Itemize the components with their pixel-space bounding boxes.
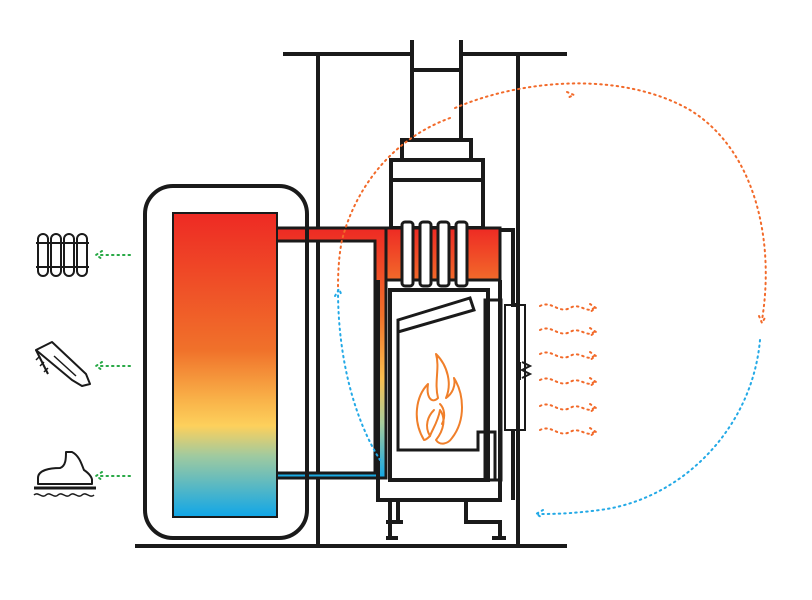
tank-shell (143, 184, 309, 540)
stove-body (376, 228, 533, 540)
firebox-liner (396, 332, 497, 480)
air-circulation (334, 82, 767, 519)
door-frame (483, 298, 503, 482)
warm-air-arrow-top (566, 91, 577, 99)
buffer-tank (143, 184, 309, 540)
radiator-icon (36, 233, 89, 277)
heat-exchanger-fins (400, 220, 469, 288)
tank-water (172, 212, 278, 518)
chimney-flue (389, 40, 485, 182)
supply-arrows (94, 250, 131, 481)
warm-air-return-arc (337, 117, 451, 291)
cool-air-arc-left (337, 289, 381, 461)
door-edge (500, 228, 518, 500)
foot-floor-heating-icon (33, 451, 96, 497)
cool-air-arrow-bottom (533, 509, 544, 519)
glass-door (504, 304, 526, 431)
shower-icon (35, 341, 91, 387)
flame-icon (415, 353, 463, 445)
flue-connector (400, 138, 473, 162)
radiant-heat-waves (539, 303, 598, 437)
door-handle-spring (519, 361, 533, 379)
cool-air-arc-bottom (537, 339, 761, 515)
flue-adapter (389, 158, 485, 182)
baffle-plate (396, 296, 476, 334)
warm-air-arrow-right (758, 315, 767, 326)
cool-air-arrow-left (334, 286, 343, 297)
stove-outer (376, 280, 502, 502)
stove-housing (374, 178, 502, 288)
warm-air-arc (454, 82, 767, 321)
